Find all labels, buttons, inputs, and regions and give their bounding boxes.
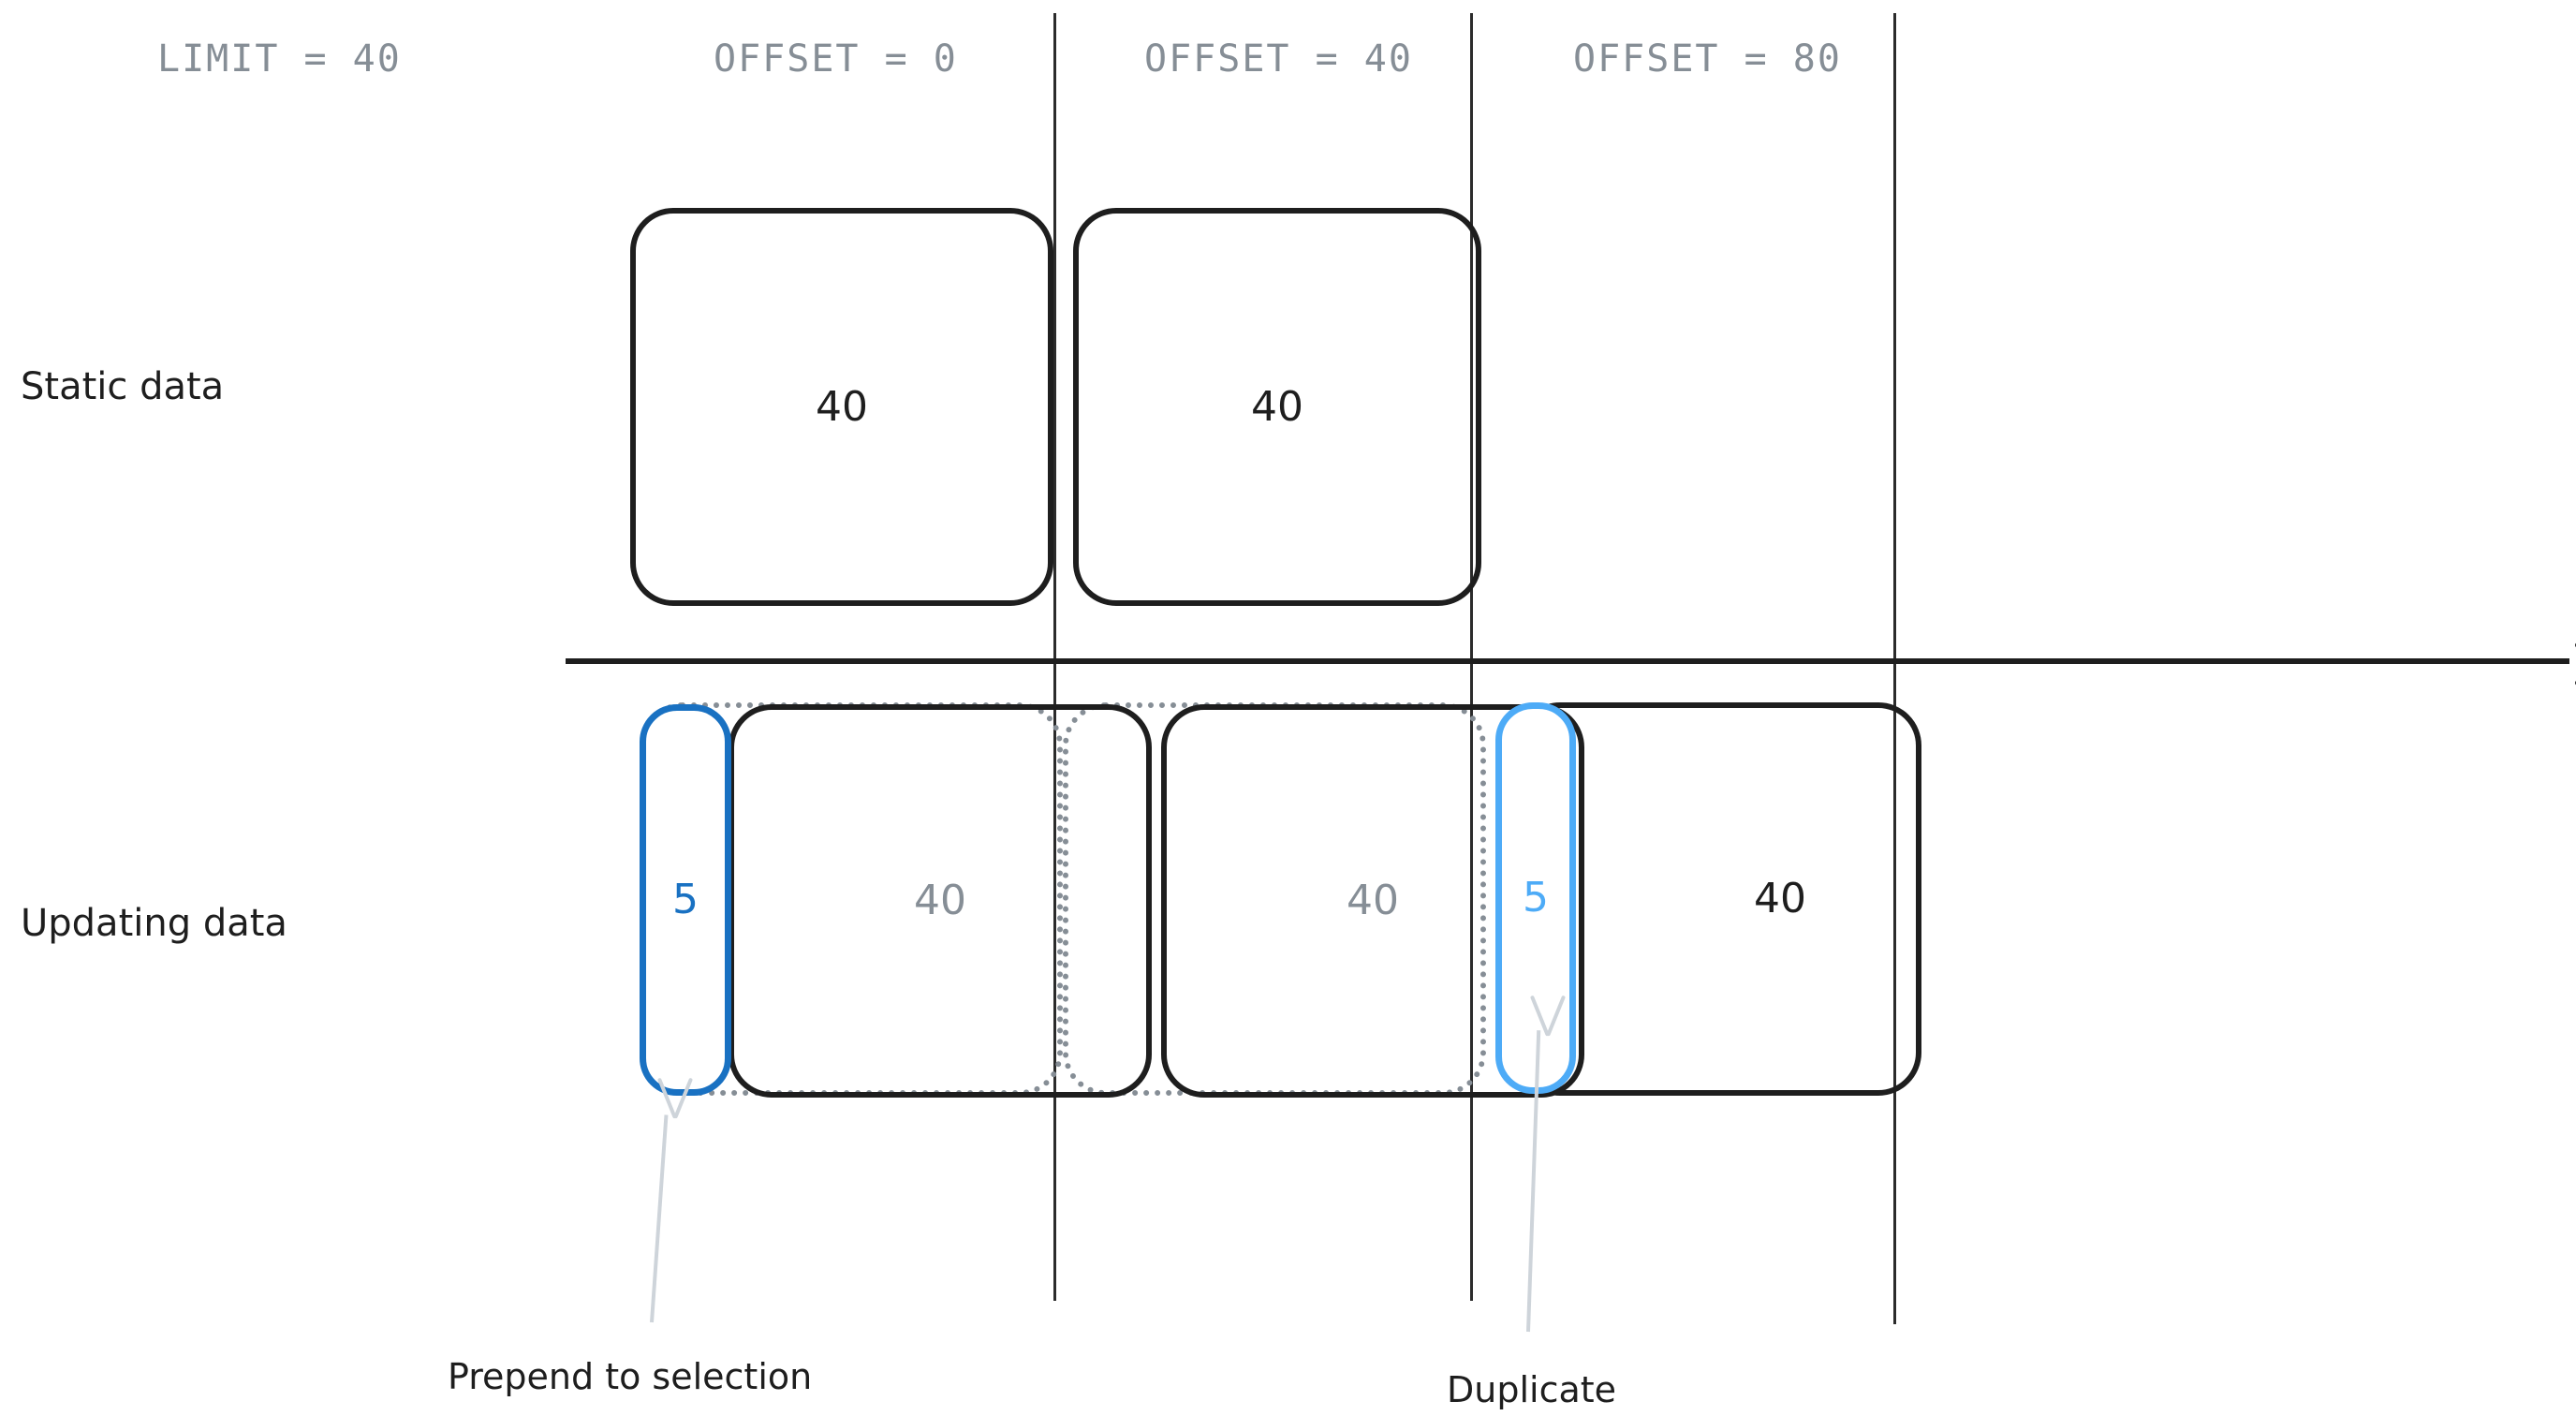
static-box-page-2: 40 (1073, 208, 1481, 606)
annotation-arrow-prepend-line (650, 1114, 669, 1323)
insert-box-prepend: 5 (640, 704, 731, 1096)
static-box-page-1: 40 (630, 208, 1053, 606)
annotation-label-duplicate: Duplicate (1447, 1369, 1617, 1410)
row-label-updating: Updating data (21, 902, 287, 945)
updating-box-page-2-value: 40 (1347, 877, 1399, 924)
timeline-axis (566, 658, 2569, 664)
row-label-static: Static data (21, 365, 225, 408)
updating-box-page-2: 40 (1161, 704, 1584, 1098)
header-offset-80: OFFSET = 80 (1573, 37, 1842, 81)
annotation-label-prepend: Prepend to selection (448, 1356, 813, 1397)
divider-offset-40 (1470, 13, 1473, 1301)
header-offset-0: OFFSET = 0 (714, 37, 958, 81)
divider-offset-0 (1053, 13, 1056, 1301)
insert-box-duplicate: 5 (1495, 702, 1576, 1094)
static-box-page-2-value: 40 (1251, 382, 1303, 431)
insert-box-duplicate-value: 5 (1523, 874, 1549, 922)
updating-box-page-3: 40 (1517, 702, 1921, 1096)
divider-offset-80 (1893, 13, 1896, 1324)
updating-box-page-1-value: 40 (914, 877, 966, 924)
insert-box-prepend-value: 5 (672, 876, 699, 923)
updating-box-page-1: 40 (729, 704, 1152, 1098)
static-box-page-1-value: 40 (816, 382, 868, 431)
header-limit: LIMIT = 40 (157, 37, 402, 81)
updating-box-page-3-value: 40 (1754, 875, 1806, 922)
header-offset-40: OFFSET = 40 (1144, 37, 1413, 81)
